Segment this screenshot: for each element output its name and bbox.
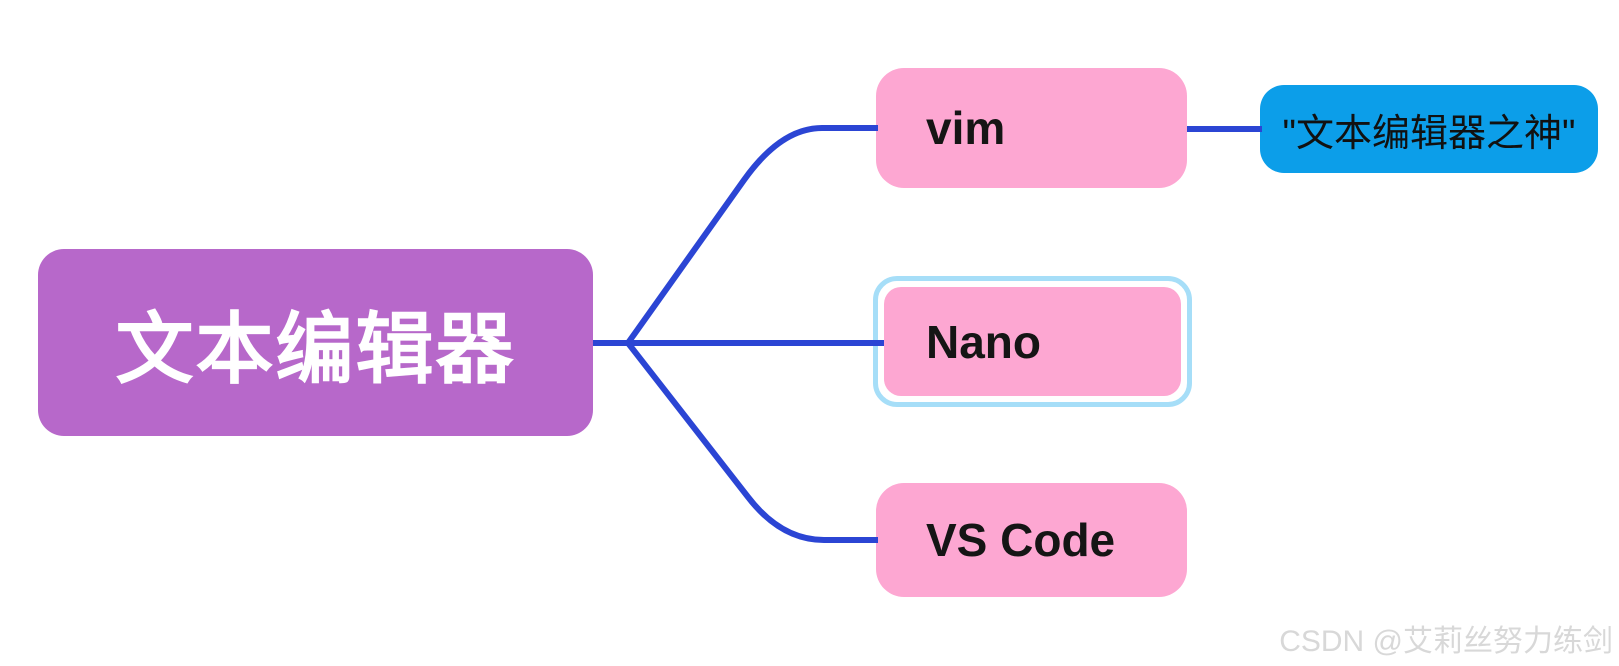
edge-root-vscode: [625, 341, 878, 543]
edge-root-vim: [593, 125, 878, 346]
node-vim-label: vim: [926, 102, 1006, 154]
node-nano-selection-ring: Nano: [873, 276, 1192, 407]
node-nano-label: Nano: [926, 315, 1041, 368]
node-nano[interactable]: Nano: [884, 287, 1181, 396]
node-root-text-editor[interactable]: 文本编辑器: [38, 249, 593, 436]
watermark-text: CSDN @艾莉丝努力练剑: [1279, 625, 1613, 658]
watermark: CSDN @艾莉丝努力练剑: [1279, 616, 1613, 660]
node-vim-note-label: "文本编辑器之神": [1282, 112, 1576, 155]
node-root-label: 文本编辑器: [115, 304, 516, 393]
node-vim[interactable]: vim: [876, 68, 1187, 188]
node-vscode-label: VS Code: [926, 514, 1116, 566]
node-vim-note[interactable]: "文本编辑器之神": [1260, 85, 1598, 173]
node-vscode[interactable]: VS Code: [876, 483, 1187, 597]
